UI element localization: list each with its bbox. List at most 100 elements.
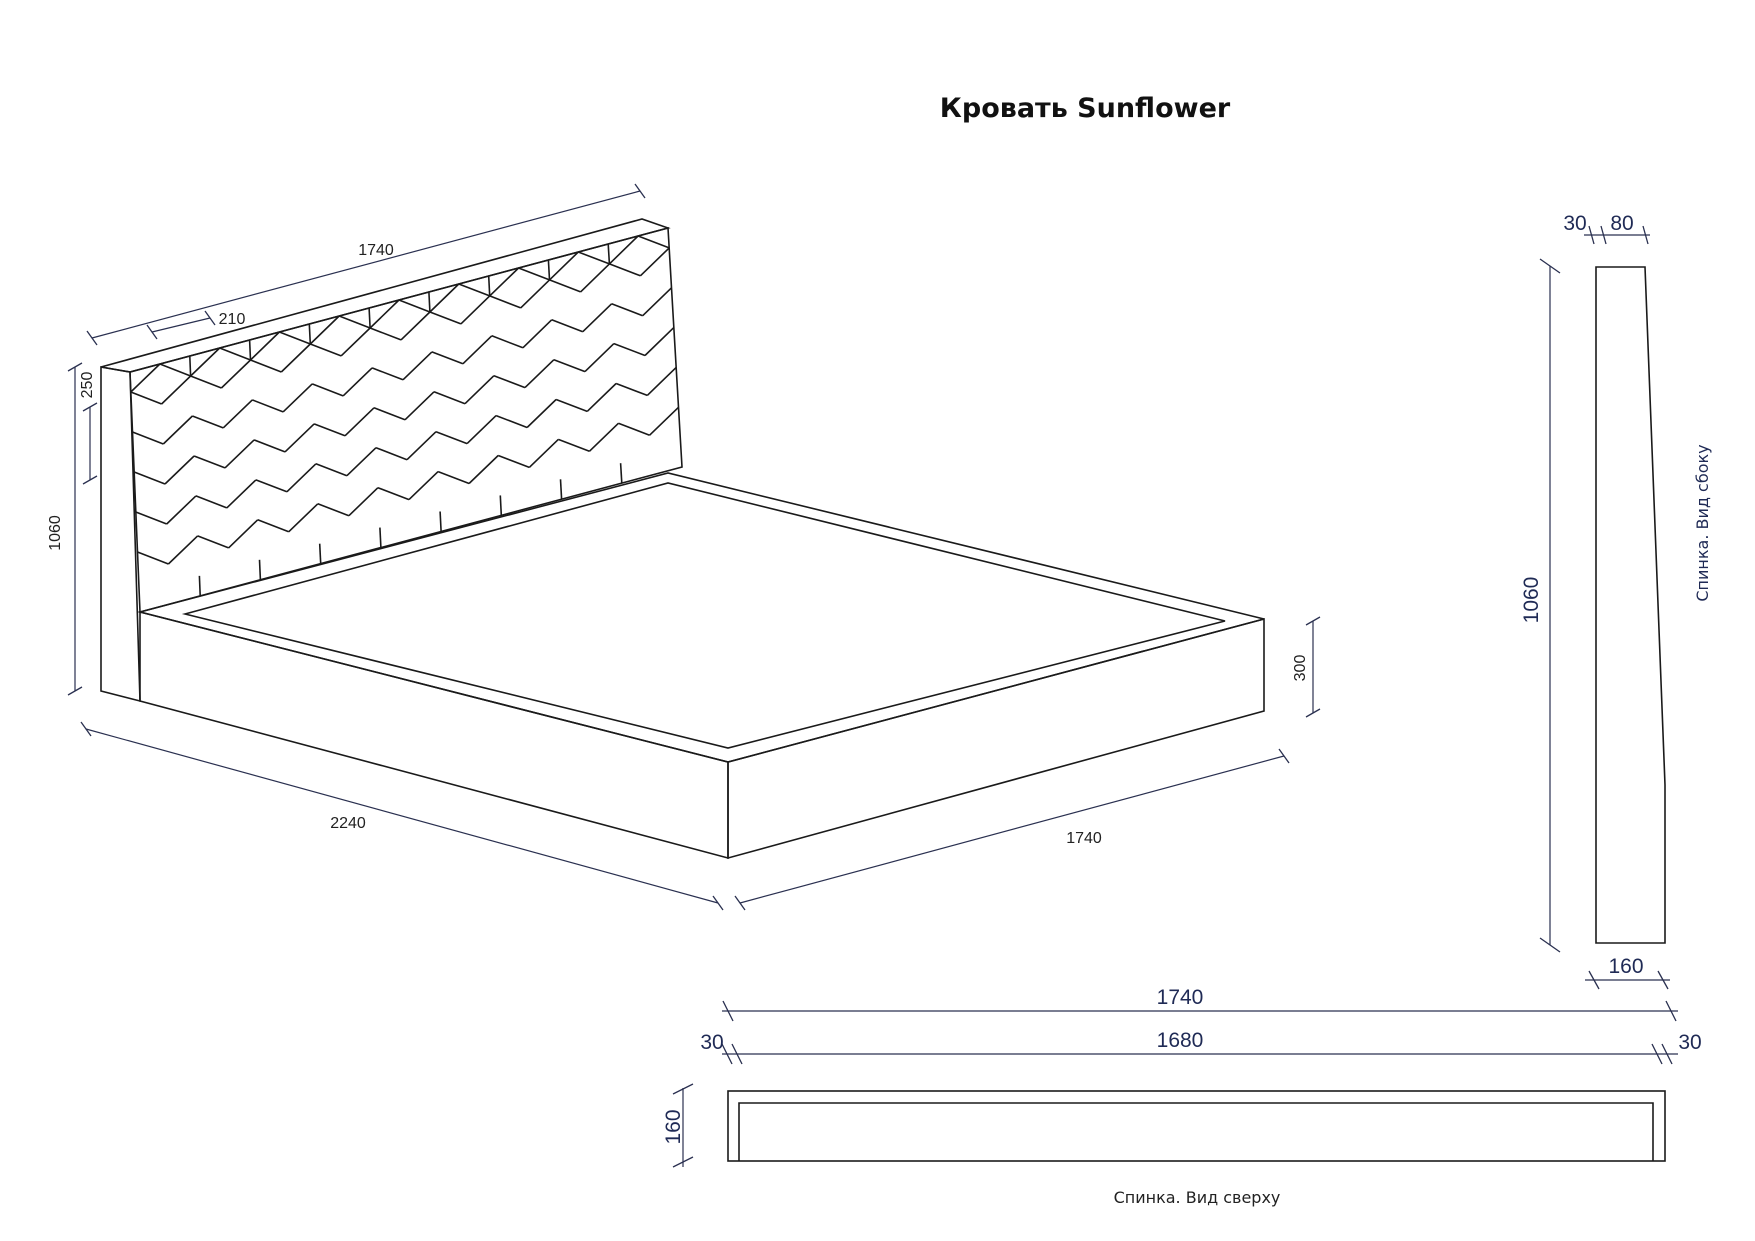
quilt-seam bbox=[258, 559, 262, 580]
bed-width-label: 1740 bbox=[1066, 830, 1102, 847]
quilt-seam bbox=[497, 454, 530, 469]
quilt-seam bbox=[518, 267, 550, 281]
quilt-seam bbox=[197, 535, 229, 549]
quilt-seam bbox=[344, 407, 375, 437]
quilt-seam bbox=[619, 463, 623, 484]
quilt-seam bbox=[526, 398, 557, 429]
quilt-seam bbox=[639, 247, 670, 277]
quilt-seam bbox=[586, 382, 617, 412]
bed-length-label: 2240 bbox=[330, 815, 366, 832]
side-height-label: 1060 bbox=[1520, 577, 1543, 624]
quilt-seam bbox=[371, 367, 404, 381]
quilt-seam bbox=[250, 359, 282, 373]
quilt-seam bbox=[615, 382, 648, 397]
quilt-seam bbox=[162, 415, 193, 445]
quilt-seam bbox=[431, 351, 464, 365]
quilt-seam bbox=[578, 251, 610, 265]
quilt-seam bbox=[252, 399, 284, 413]
quilt-seam bbox=[253, 439, 286, 453]
quilt-seam bbox=[132, 431, 164, 445]
quilt-seam bbox=[130, 363, 161, 393]
side-top-thin-label: 30 bbox=[1563, 212, 1586, 235]
quilt-seam bbox=[190, 375, 222, 389]
quilt-seam bbox=[317, 503, 350, 517]
quilt-seam bbox=[190, 347, 221, 377]
quilt-seam bbox=[255, 479, 288, 493]
side-top-thick-label: 80 bbox=[1610, 212, 1633, 235]
top-view-caption: Спинка. Вид сверху bbox=[1114, 1188, 1281, 1207]
quilt-seam bbox=[464, 375, 495, 405]
quilt-seam bbox=[398, 299, 431, 313]
quilt-seam bbox=[429, 283, 460, 313]
quilt-seam bbox=[249, 331, 280, 361]
quilt-seam bbox=[226, 479, 257, 509]
quilt-seam bbox=[429, 311, 462, 325]
quilt-seam bbox=[228, 519, 259, 549]
quilt-seam bbox=[493, 374, 526, 389]
quilt-seam bbox=[487, 275, 491, 296]
quilt-seam bbox=[642, 287, 673, 317]
quilt-seam bbox=[491, 335, 524, 349]
quilt-seam bbox=[462, 335, 493, 365]
quilt-seam bbox=[288, 503, 319, 533]
quilt-seam bbox=[375, 446, 408, 461]
quilt-seam bbox=[644, 327, 675, 357]
quilt-seam bbox=[495, 414, 528, 429]
quilt-seam bbox=[613, 342, 646, 357]
quilt-seam bbox=[164, 455, 195, 485]
quilt-seam bbox=[580, 263, 610, 293]
quilt-seam bbox=[193, 455, 226, 469]
quilt-seam bbox=[649, 406, 680, 436]
quilt-seam bbox=[166, 495, 197, 525]
quilt-seam bbox=[637, 235, 670, 249]
quilt-seam bbox=[192, 415, 224, 429]
drawing-title: Кровать Sunflower bbox=[940, 93, 1231, 124]
quilt-seam bbox=[435, 430, 468, 445]
quilt-seam bbox=[551, 319, 584, 333]
iso-view: 1740 210 250 1060 300 2240 1740 bbox=[47, 183, 1321, 911]
headboard-quilt-pattern bbox=[130, 235, 680, 596]
quilt-seam bbox=[159, 363, 191, 377]
quilt-seam bbox=[584, 343, 615, 373]
quilt-seam bbox=[198, 575, 201, 596]
quilt-seam bbox=[489, 295, 521, 309]
quilt-seam bbox=[524, 359, 555, 389]
top-left-wall-label: 30 bbox=[700, 1031, 723, 1054]
quilt-seam bbox=[282, 383, 313, 413]
quilt-seam bbox=[547, 259, 551, 280]
quilt-seam bbox=[520, 279, 551, 309]
quilt-seam bbox=[548, 251, 579, 281]
headboard-width-label: 1740 bbox=[358, 242, 394, 259]
quilt-seam bbox=[308, 323, 312, 345]
quilt-seam bbox=[439, 511, 442, 532]
quilt-seam bbox=[609, 263, 641, 277]
top-depth-label: 160 bbox=[662, 1109, 685, 1144]
quilt-seam bbox=[137, 551, 169, 565]
side-view-profile bbox=[1595, 266, 1666, 944]
panel-width-label: 210 bbox=[219, 311, 246, 328]
quilt-seam bbox=[348, 487, 379, 517]
quilt-seam bbox=[522, 319, 553, 349]
quilt-seam bbox=[313, 423, 346, 437]
top-right-wall-label: 30 bbox=[1678, 1031, 1701, 1054]
quilt-seam bbox=[428, 291, 431, 313]
quilt-seam bbox=[220, 359, 252, 389]
quilt-seam bbox=[224, 439, 255, 469]
top-view: 1740 1680 30 30 160 Спинка. Вид сверху bbox=[662, 986, 1702, 1207]
quilt-seam bbox=[311, 383, 344, 397]
quilt-seam bbox=[400, 311, 431, 341]
top-inner-width-label: 1680 bbox=[1157, 1029, 1204, 1052]
frame-height-label: 300 bbox=[1292, 655, 1309, 682]
top-view-outer bbox=[727, 1090, 1666, 1162]
quilt-seam bbox=[499, 495, 503, 516]
quilt-seam bbox=[468, 454, 499, 485]
iso-tick-marks bbox=[67, 183, 1321, 911]
quilt-seam bbox=[257, 519, 289, 533]
quilt-seam bbox=[377, 486, 410, 501]
quilt-seam bbox=[646, 366, 677, 396]
quilt-seam bbox=[340, 327, 371, 357]
quilt-seam bbox=[309, 315, 340, 345]
quilt-seam bbox=[379, 527, 382, 548]
quilt-seam bbox=[402, 351, 433, 381]
